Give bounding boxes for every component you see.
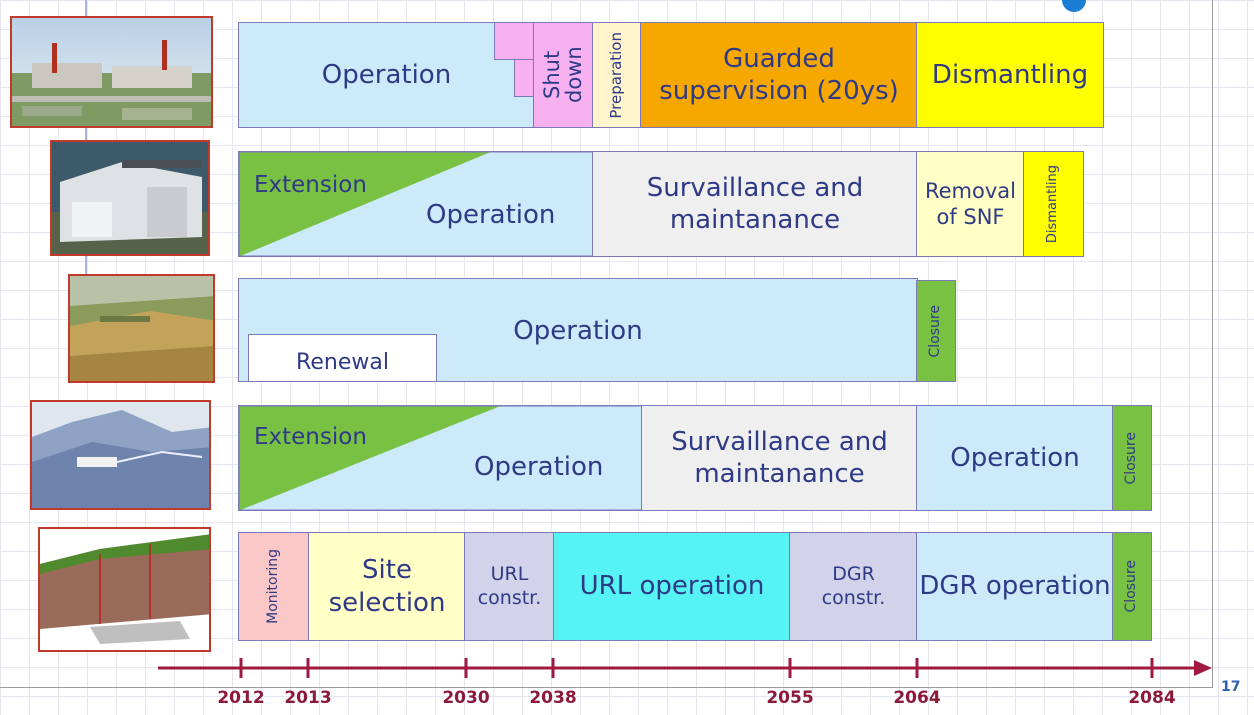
block-guarded-supervision: Guarded supervision (20ys) [640, 22, 918, 128]
year-label: 2084 [1128, 688, 1176, 708]
block-removal-snf: Removal of SNF [916, 151, 1025, 257]
block-survaillance-4: Survaillance and maintanance [641, 405, 918, 511]
connector-line [85, 128, 87, 140]
block-extension-operation: Extension Operation [238, 151, 594, 257]
block-site-selection: Site selection [308, 532, 466, 641]
year-label: 2038 [529, 688, 577, 708]
shutdown-step [494, 22, 535, 60]
block-preparation: Preparation [592, 22, 641, 128]
block-url-constr: URL constr. [464, 532, 555, 641]
year-label: 2055 [766, 688, 814, 708]
extension-label: Extension [254, 172, 367, 198]
block-operation-4b: Operation [916, 405, 1114, 511]
block-closure-3: Closure [916, 280, 956, 382]
year-label: 2030 [442, 688, 490, 708]
extension-label: Extension [254, 424, 367, 450]
block-renewal: Renewal [248, 334, 437, 382]
geological-repository-cross-section [38, 527, 211, 652]
block-dgr-constr: DGR constr. [789, 532, 918, 641]
block-url-operation: URL operation [553, 532, 791, 641]
axis-arrowhead [1194, 660, 1212, 676]
corner-circle-icon [1062, 0, 1086, 12]
timeline-axis [158, 658, 1212, 678]
block-extension-operation-4: Extension Operation [238, 405, 643, 511]
year-label: 2064 [893, 688, 941, 708]
block-closure-5: Closure [1112, 532, 1152, 641]
block-shut-down: Shut down [533, 22, 593, 128]
block-survaillance: Survaillance and maintanance [592, 151, 918, 257]
year-label: 2013 [284, 688, 332, 708]
shutdown-step [514, 59, 535, 97]
connector-line [85, 256, 87, 276]
connector-line [85, 0, 87, 18]
block-operation: Operation [238, 22, 535, 128]
block-dismantling-2: Dismantling [1023, 151, 1084, 257]
block-dismantling: Dismantling [916, 22, 1104, 128]
interim-storage-facility-photo [50, 140, 210, 256]
block-monitoring: Monitoring [238, 532, 310, 641]
operation-label: Operation [426, 200, 556, 230]
page-number: 17 [1221, 679, 1241, 695]
operation-label: Operation [474, 452, 604, 482]
hillside-repository-photo [30, 400, 211, 510]
year-label: 2012 [217, 688, 265, 708]
nuclear-power-plant-photo [10, 16, 213, 128]
block-closure-4: Closure [1112, 405, 1152, 511]
block-dgr-operation: DGR operation [916, 532, 1114, 641]
farmland-repository-photo [68, 274, 215, 383]
